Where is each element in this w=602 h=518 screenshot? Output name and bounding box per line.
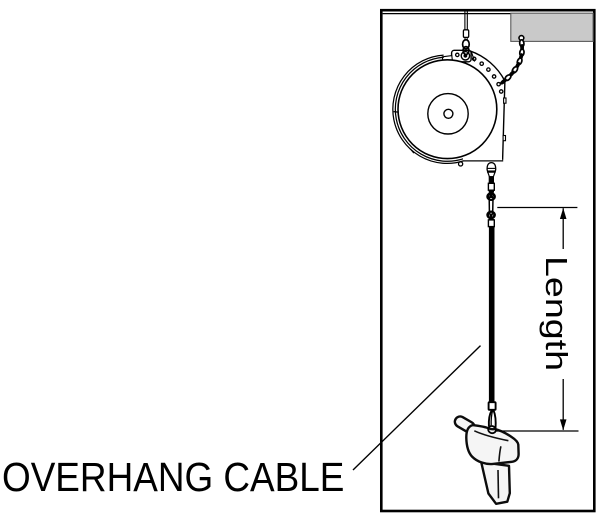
svg-text:Length: Length: [539, 256, 573, 371]
svg-text:OVERHANG CABLE: OVERHANG CABLE: [2, 455, 344, 500]
